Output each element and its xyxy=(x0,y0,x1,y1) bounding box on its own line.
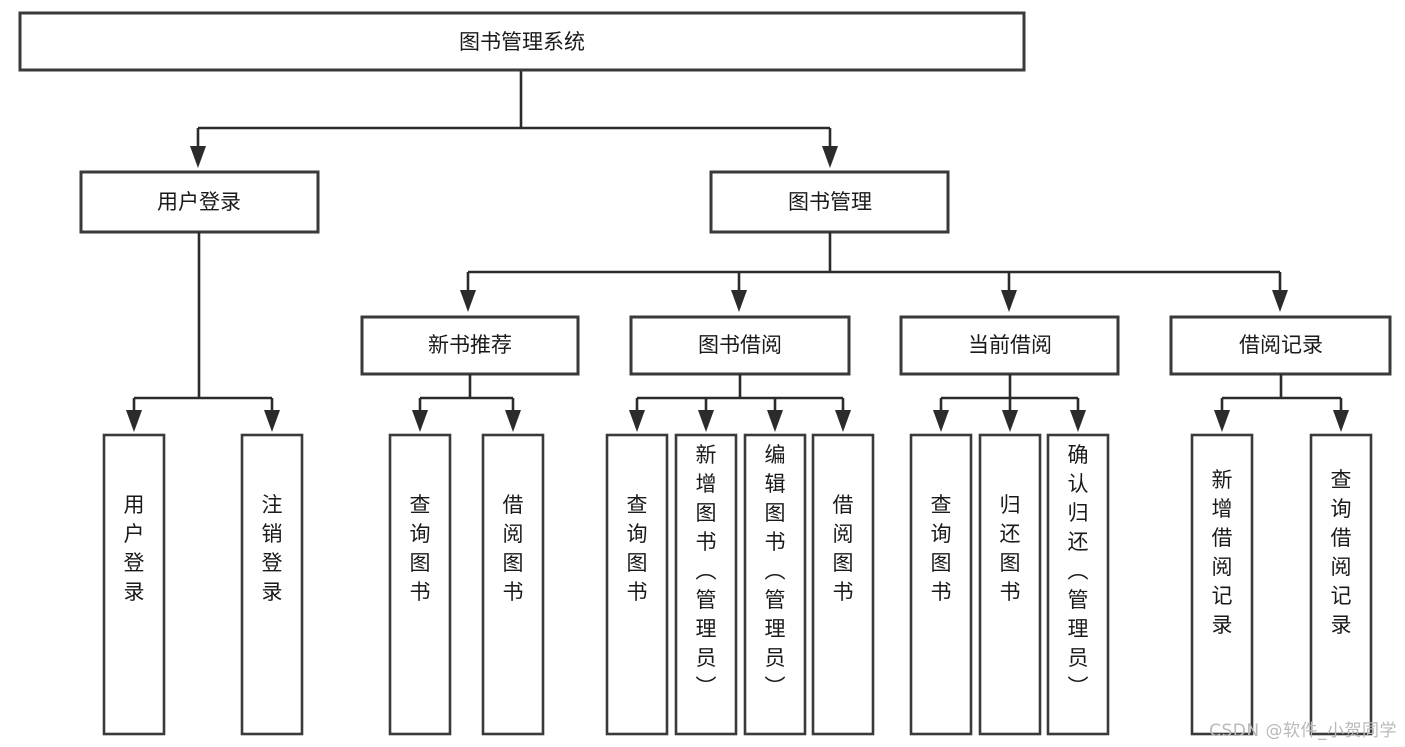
leaf-user-login-1-box xyxy=(240,433,304,736)
arrow-to-borrow-record-icon xyxy=(1272,290,1288,312)
leaf-user-login-1-label: 注销登录 xyxy=(262,493,283,604)
arrow-to-user-login-icon xyxy=(190,146,206,168)
node-book-management-label: 图书管理 xyxy=(788,190,872,214)
node-current-borrow-box xyxy=(899,315,1120,376)
leaf-borrow-record-0-box xyxy=(1190,433,1254,736)
leaf-book-borrow-3-label: 借阅图书 xyxy=(833,493,854,604)
node-root[interactable]: 图书管理系统 xyxy=(18,11,1026,72)
arrow-currentborrow-leaf2-icon xyxy=(1070,410,1086,432)
arrow-bookborrow-leaf3-icon xyxy=(835,410,851,432)
arrow-newbook-leaf1-icon xyxy=(505,410,521,432)
node-user-login[interactable]: 用户登录 xyxy=(79,170,320,234)
node-book-management[interactable]: 图书管理 xyxy=(709,170,950,234)
arrow-newbook-leaf0-icon xyxy=(412,410,428,432)
node-borrow-record-box xyxy=(1169,315,1392,376)
connector-group-book-borrow xyxy=(629,374,851,432)
arrow-currentborrow-leaf1-icon xyxy=(1002,410,1018,432)
node-root-box xyxy=(18,11,1026,72)
arrow-borrowrecord-leaf0-icon xyxy=(1214,410,1230,432)
connector-group-new-book-recommend xyxy=(412,374,521,432)
node-new-book-recommend-box xyxy=(360,315,580,376)
arrow-bookborrow-leaf1-icon xyxy=(698,410,714,432)
leaf-new-book-recommend-1[interactable]: 借阅图书 xyxy=(481,433,545,736)
leaf-user-login-1[interactable]: 注销登录 xyxy=(240,433,304,736)
leaf-book-borrow-2[interactable]: 编辑图书︵管理员︶ xyxy=(743,433,807,736)
connector-group-user-login xyxy=(126,232,280,432)
leaf-book-borrow-3[interactable]: 借阅图书 xyxy=(811,433,875,736)
leaf-new-book-recommend-1-label: 借阅图书 xyxy=(503,493,524,604)
leaf-current-borrow-2[interactable]: 确认归还︵管理员︶ xyxy=(1046,433,1110,736)
leaf-new-book-recommend-0-box xyxy=(388,433,452,736)
leaf-borrow-record-0[interactable]: 新增借阅记录 xyxy=(1190,433,1254,736)
node-current-borrow[interactable]: 当前借阅 xyxy=(899,315,1120,376)
leaf-book-borrow-1-box xyxy=(674,433,738,736)
leaf-book-borrow-3-box xyxy=(811,433,875,736)
arrow-to-book-mgmt-icon xyxy=(822,146,838,168)
leaf-current-borrow-0-label: 查询图书 xyxy=(931,493,952,604)
node-user-login-label: 用户登录 xyxy=(157,190,241,214)
leaf-borrow-record-1-label: 查询借阅记录 xyxy=(1331,468,1352,637)
leaf-current-borrow-1[interactable]: 归还图书 xyxy=(978,433,1042,736)
connector-group-root xyxy=(190,70,838,168)
leaf-new-book-recommend-0[interactable]: 查询图书 xyxy=(388,433,452,736)
leaf-current-borrow-0[interactable]: 查询图书 xyxy=(909,433,973,736)
leaf-current-borrow-1-box xyxy=(978,433,1042,736)
arrow-currentborrow-leaf0-icon xyxy=(933,410,949,432)
node-borrow-record[interactable]: 借阅记录 xyxy=(1169,315,1392,376)
arrow-to-new-book-icon xyxy=(460,290,476,312)
leaf-user-login-0-box xyxy=(102,433,166,736)
connector-group-borrow-record xyxy=(1214,374,1349,432)
csdn-watermark: CSDN @软件_小贺同学 xyxy=(1209,721,1397,741)
node-book-borrow-box xyxy=(629,315,851,376)
leaf-new-book-recommend-0-label: 查询图书 xyxy=(410,493,431,604)
leaf-user-login-0[interactable]: 用户登录 xyxy=(102,433,166,736)
arrow-bookborrow-leaf2-icon xyxy=(767,410,783,432)
leaf-book-borrow-1-label: 新增图书︵管理员︶ xyxy=(696,443,717,699)
arrow-userlogin-leaf1-icon xyxy=(264,410,280,432)
node-new-book-recommend[interactable]: 新书推荐 xyxy=(360,315,580,376)
connector-group-book-mgmt xyxy=(460,232,1288,312)
arrow-to-current-borrow-icon xyxy=(1001,290,1017,312)
node-book-borrow[interactable]: 图书借阅 xyxy=(629,315,851,376)
arrow-userlogin-leaf0-icon xyxy=(126,410,142,432)
arrow-bookborrow-leaf0-icon xyxy=(629,410,645,432)
leaf-book-borrow-0-label: 查询图书 xyxy=(627,493,648,604)
node-borrow-record-label: 借阅记录 xyxy=(1239,333,1323,357)
leaf-book-borrow-2-label: 编辑图书︵管理员︶ xyxy=(765,443,786,699)
arrow-borrowrecord-leaf1-icon xyxy=(1333,410,1349,432)
node-current-borrow-label: 当前借阅 xyxy=(968,333,1052,357)
leaf-borrow-record-0-label: 新增借阅记录 xyxy=(1212,468,1233,637)
leaf-borrow-record-1[interactable]: 查询借阅记录 xyxy=(1309,433,1373,736)
leaf-book-borrow-1[interactable]: 新增图书︵管理员︶ xyxy=(674,433,738,736)
leaf-current-borrow-2-box xyxy=(1046,433,1110,736)
node-book-management-box xyxy=(709,170,950,234)
leaf-book-borrow-2-box xyxy=(743,433,807,736)
connector-group-current-borrow xyxy=(933,374,1086,432)
leaf-current-borrow-2-label: 确认归还︵管理员︶ xyxy=(1068,443,1089,699)
leaf-user-login-0-label: 用户登录 xyxy=(124,493,145,604)
node-new-book-recommend-label: 新书推荐 xyxy=(428,333,512,357)
leaf-book-borrow-0[interactable]: 查询图书 xyxy=(605,433,669,736)
leaf-new-book-recommend-1-box xyxy=(481,433,545,736)
leaf-book-borrow-0-box xyxy=(605,433,669,736)
arrow-to-book-borrow-icon xyxy=(731,290,747,312)
leaf-current-borrow-0-box xyxy=(909,433,973,736)
leaf-borrow-record-1-box xyxy=(1309,433,1373,736)
leaf-current-borrow-1-label: 归还图书 xyxy=(1000,493,1021,604)
node-book-borrow-label: 图书借阅 xyxy=(698,333,782,357)
node-root-label: 图书管理系统 xyxy=(459,30,585,54)
